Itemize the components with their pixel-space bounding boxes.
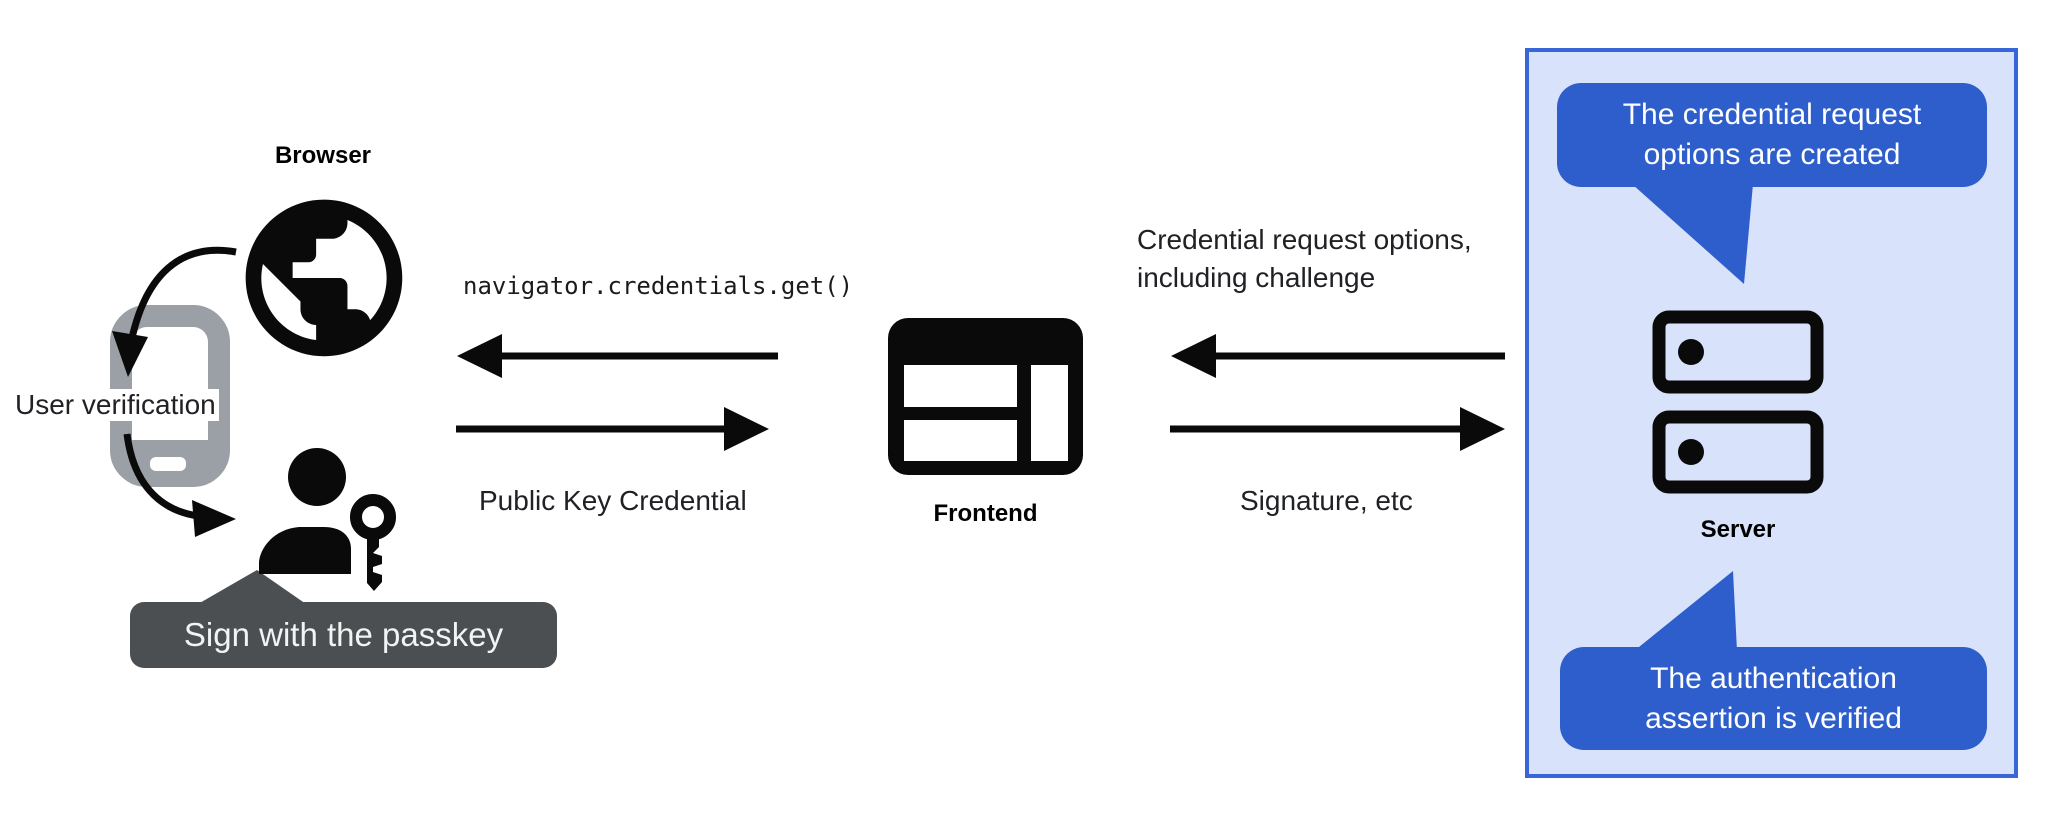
- arrow-phone-to-user: [123, 433, 236, 537]
- bubble-assertion-verified: The authentication assertion is verified: [1560, 647, 1987, 750]
- bubble-top-line1: The credential request: [1622, 98, 1922, 131]
- browser-label: Browser: [274, 142, 372, 169]
- server-label: Server: [1700, 516, 1776, 543]
- signature-label: Signature, etc: [1240, 485, 1413, 516]
- code-call-label: navigator.credentials.get(): [463, 272, 854, 300]
- passkey-tooltip: Sign with the passkey: [130, 602, 557, 668]
- credential-request-options-label: Credential request options, including ch…: [1137, 221, 1472, 297]
- frontend-label: Frontend: [933, 500, 1038, 527]
- tooltip-pointer: [198, 570, 306, 604]
- arrow-browser-to-frontend: [456, 407, 769, 451]
- bubble-top-line2: options are created: [1643, 138, 1901, 171]
- arrow-browser-to-phone: [112, 246, 237, 377]
- arrow-frontend-to-browser: [457, 334, 778, 378]
- person-with-key-icon: [259, 448, 402, 591]
- arrow-server-to-frontend: [1171, 334, 1505, 378]
- credential-request-options-line2: including challenge: [1137, 262, 1376, 293]
- bubble-bottom-line2: assertion is verified: [1645, 701, 1902, 735]
- bubble-bottom-line1: The authentication: [1650, 661, 1897, 695]
- passkey-tooltip-text: Sign with the passkey: [183, 616, 504, 653]
- public-key-credential-label: Public Key Credential: [479, 485, 747, 516]
- globe-icon: [245, 199, 403, 357]
- arrow-frontend-to-server: [1170, 407, 1505, 451]
- credential-request-options-line1: Credential request options,: [1137, 224, 1472, 255]
- user-verification-label: User verification: [12, 389, 219, 421]
- bubble-credential-request-created: The credential request options are creat…: [1557, 83, 1987, 187]
- browser-window-icon: [888, 318, 1083, 475]
